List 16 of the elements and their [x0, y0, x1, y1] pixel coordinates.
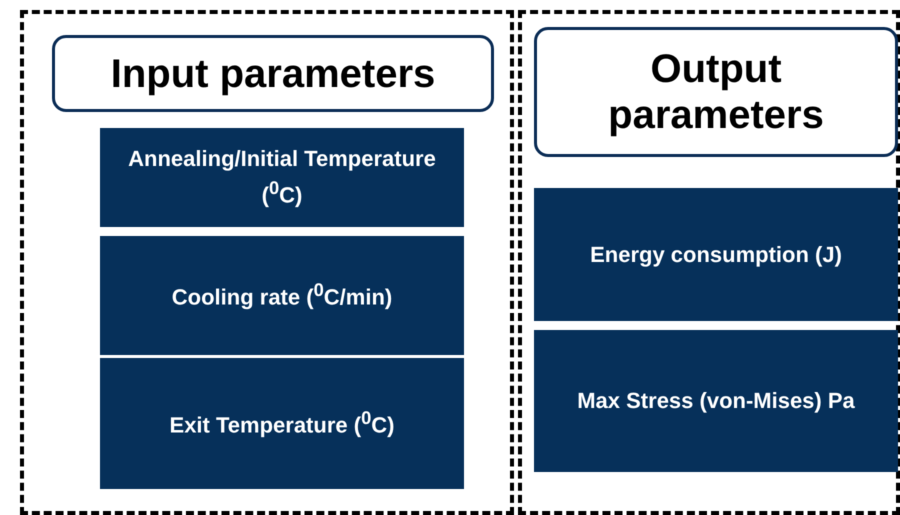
parameter-box: [100, 236, 464, 355]
parameter-box: [100, 358, 464, 489]
heading-text: Input parameters: [110, 50, 436, 96]
parameter-box: [534, 330, 898, 472]
dashed-group-frame: [20, 10, 514, 515]
dashed-group-frame: [518, 10, 900, 515]
heading-box: [534, 27, 898, 157]
parameter-box: [100, 128, 464, 227]
parameter-box: [534, 188, 898, 321]
heading-text: Output parameters: [607, 46, 825, 138]
parameter-label: Annealing/Initial Temperature ($^{0}$C): [127, 145, 437, 210]
parameter-label: Cooling rate ($^{0}$C/min): [172, 278, 392, 312]
parameter-label: Max Stress (von-Mises) Pa: [577, 387, 855, 416]
parameter-label: Exit Temperature ($^{0}$C): [170, 406, 394, 440]
parameter-label: Energy consumption (J): [590, 240, 842, 269]
heading-box: [52, 35, 494, 112]
